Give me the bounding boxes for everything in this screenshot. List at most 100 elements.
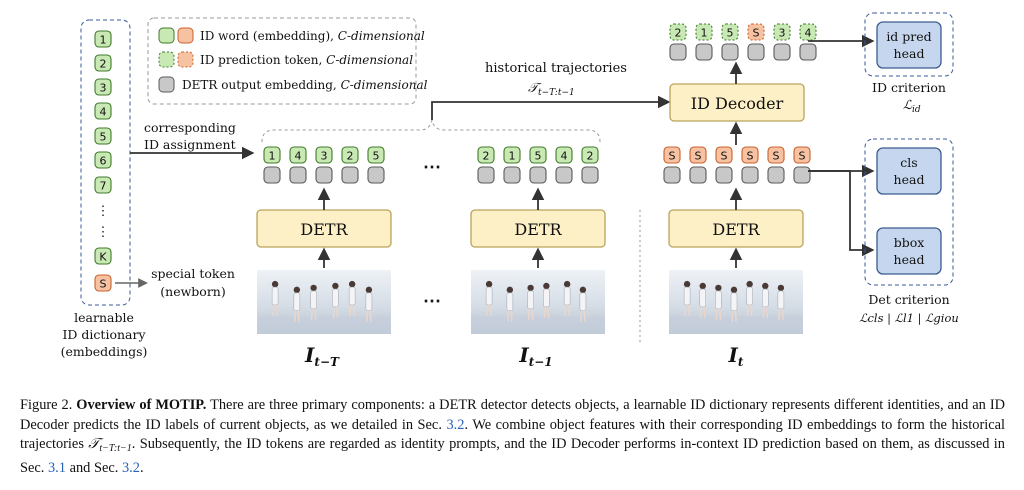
f2-detr-token-1: [503, 166, 521, 184]
f1-id-token-1: 4: [289, 146, 307, 164]
ft-id-token-5-label: S: [799, 150, 806, 163]
img3-person-head-5: [762, 282, 769, 290]
f2-id-token-0: 2: [477, 146, 495, 164]
det-dashed-box: [864, 138, 954, 286]
bbox-head: [876, 227, 942, 275]
f2-id-token-2: 5: [529, 146, 547, 164]
caption-traj-symbol: 𝒯: [88, 436, 100, 453]
pred-detr-token-3-shape: [747, 43, 765, 61]
img1-person-leg-b-4: [352, 304, 355, 316]
img2-floor: [471, 316, 605, 334]
f1-detr-token-4-shape: [367, 166, 385, 184]
pred-detr-token-1-shape: [695, 43, 713, 61]
f1-detr-token-3-shape: [341, 166, 359, 184]
f2-id-token-0-label: 2: [483, 150, 490, 163]
pred-detr-token-2: [721, 43, 739, 61]
dictionary-token-3-shape: [94, 78, 112, 96]
ft-detr-token-1-shape: [689, 166, 707, 184]
f1-id-token-0-label: 1: [269, 150, 276, 163]
img3-person-body-3: [730, 292, 738, 312]
img3-person-leg-a-1: [699, 306, 703, 318]
dictionary-token-3: 3: [94, 78, 112, 96]
caption-text-1: There are three primary components: a DE…: [20, 397, 1005, 433]
detr-label-1: DETR: [300, 220, 348, 239]
ft-id-token-1-label: S: [695, 150, 702, 163]
ft-id-token-1: S: [689, 146, 707, 164]
ft-id-token-0-label: S: [669, 150, 676, 163]
detr-label-t: DETR: [712, 220, 760, 239]
f2-id-token-2-label: 5: [535, 150, 542, 163]
dictionary-token-7-label: 7: [100, 180, 107, 193]
ft-detr-token-4-shape: [767, 166, 785, 184]
f1-detr-token-4: [367, 166, 385, 184]
img3-person-head-6: [777, 284, 785, 292]
pred-id-token-3-shape: [747, 23, 765, 41]
img1-person-leg-b-1: [297, 310, 300, 322]
f2-detr-token-4-shape: [581, 166, 599, 184]
img1-person-body-4: [348, 286, 356, 306]
img3-person-head-1: [699, 282, 706, 290]
dictionary-dots: ⋮: [97, 204, 110, 219]
legend-orange-dashed-token: [177, 51, 194, 68]
pred-id-token-1-shape: [695, 23, 713, 41]
img1-person-leg-b-5: [369, 310, 372, 322]
pred-id-token-3: S: [747, 23, 765, 41]
img1-person-leg-a-5: [366, 310, 369, 322]
dictionary-token-4-shape: [94, 102, 112, 120]
pred-id-token-3-label: S: [753, 27, 760, 40]
f1-id-token-2-shape: [315, 146, 333, 164]
ft-detr-token-1: [689, 166, 707, 184]
img2-person-leg-a-1: [507, 310, 510, 322]
pred-detr-token-2-shape: [721, 43, 739, 61]
img3-person-head-0: [683, 280, 691, 288]
ft-detr-token-5-shape: [793, 166, 811, 184]
id-pred-head: [876, 21, 942, 69]
caption-ref-3[interactable]: 3.2: [121, 459, 140, 476]
pred-detr-token-4: [773, 43, 791, 61]
img1-person-head-5: [365, 286, 373, 294]
f1-id-token-0: 1: [263, 146, 281, 164]
img3-person-body-2: [715, 290, 722, 310]
caption-ref-2[interactable]: 3.1: [47, 459, 66, 476]
detr-frame-t: DETR: [668, 209, 804, 248]
img2-person-leg-a-3: [543, 306, 546, 318]
pred-id-token-5-shape: [799, 23, 817, 41]
ft-detr-token-0-shape: [663, 166, 681, 184]
motip-diagram: ID word (embedding), C-dimensional ID pr…: [61, 12, 959, 369]
legend-green-token: [158, 27, 175, 44]
ft-detr-token-2: [715, 166, 733, 184]
img2-person-head-1: [506, 286, 514, 294]
ft-id-token-2-label: S: [721, 150, 728, 163]
img2-person-leg-a-0: [486, 304, 489, 316]
legend-box: [147, 17, 417, 105]
img1-person-leg-a-2: [310, 308, 313, 320]
f1-detr-token-0-shape: [263, 166, 281, 184]
img3-person-body-0: [683, 286, 691, 306]
ft-detr-token-3-shape: [741, 166, 759, 184]
img2-person-leg-b-0: [489, 304, 492, 316]
pred-id-token-0-label: 2: [675, 27, 682, 40]
pred-id-token-2-shape: [721, 23, 739, 41]
f1-detr-token-1-shape: [289, 166, 307, 184]
f1-id-token-3-shape: [341, 146, 359, 164]
img2-person-leg-b-5: [583, 310, 586, 322]
legend-orange-token: [177, 27, 194, 44]
caption-ref-1[interactable]: 3.2: [446, 416, 465, 433]
img2-person-leg-b-4: [567, 304, 570, 316]
ft-id-token-1-shape: [689, 146, 707, 164]
dictionary-token-4-label: 4: [100, 106, 107, 119]
pred-detr-token-3: [747, 43, 765, 61]
pred-detr-token-5-shape: [799, 43, 817, 61]
img1-person-leg-a-0: [272, 304, 275, 316]
id-assignment-label-1: corresponding: [144, 120, 236, 135]
history-brace: [261, 119, 601, 143]
dictionary-dots-2: ⋮: [97, 225, 110, 240]
f2-id-token-0-shape: [477, 146, 495, 164]
dictionary-token-2-label: 2: [100, 58, 107, 71]
dictionary-token-7: 7: [94, 176, 112, 194]
